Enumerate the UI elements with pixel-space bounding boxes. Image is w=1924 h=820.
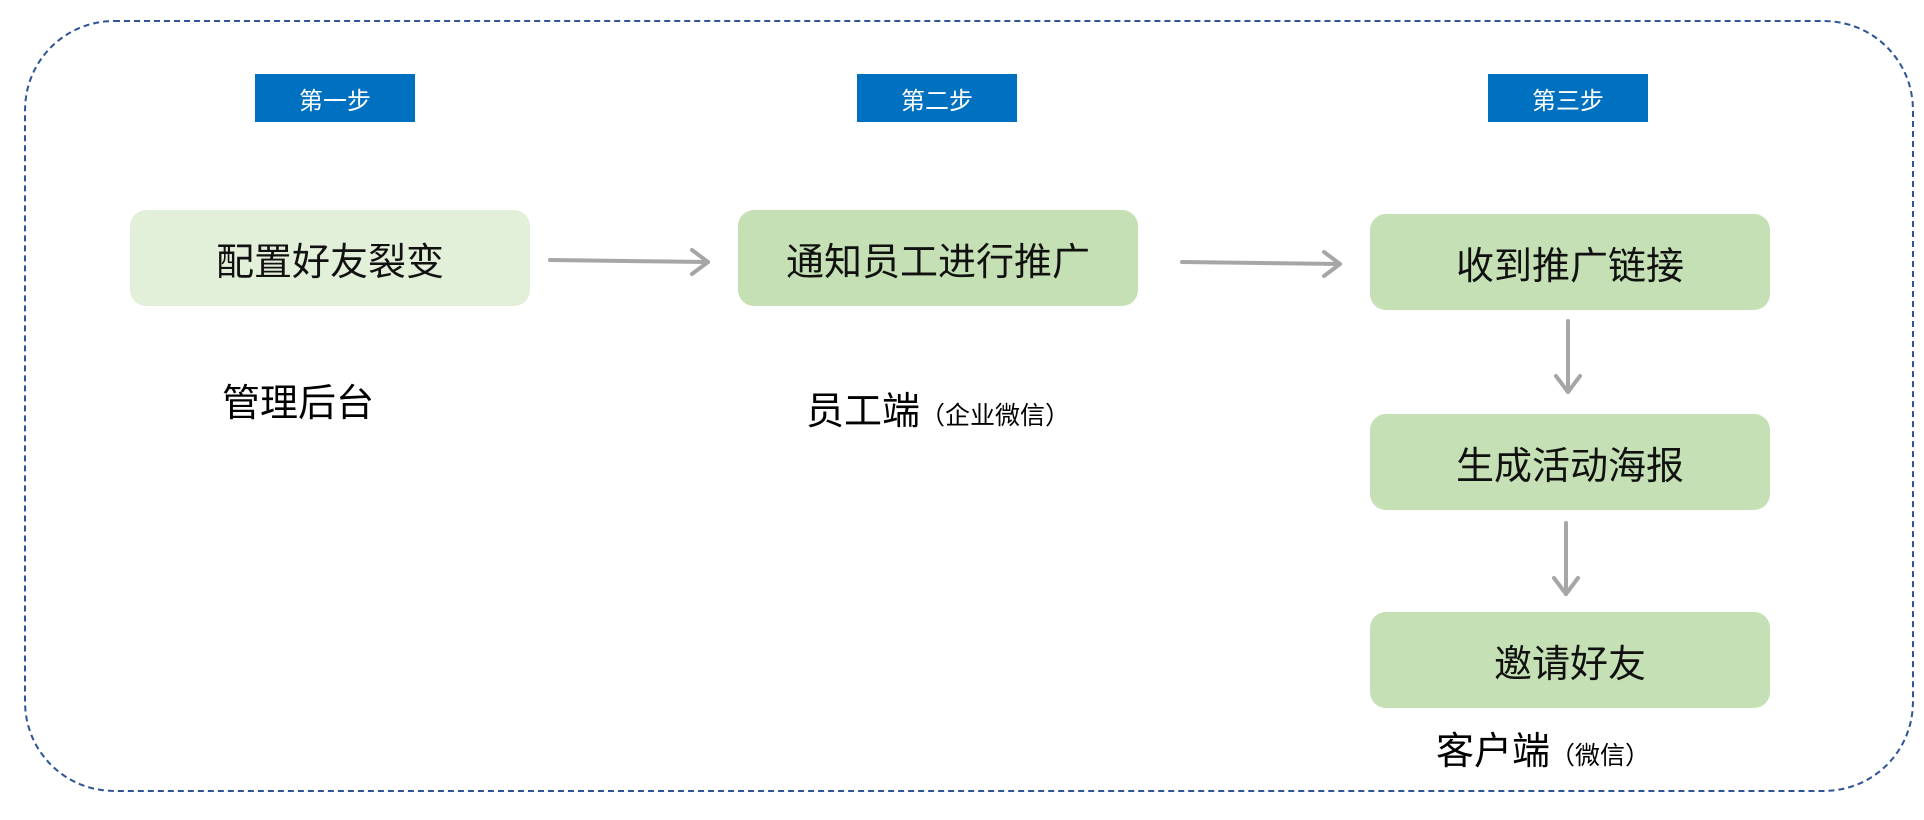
generate-poster-label: 生成活动海报 [1455, 443, 1684, 488]
configure-friend-fission-box: 配置好友裂变 [130, 210, 530, 306]
arrow-configure-to-notify [548, 248, 710, 276]
admin-caption-text: 管理后台 [222, 381, 375, 425]
invite-friends-box: 邀请好友 [1370, 612, 1770, 708]
receive-link-box: 收到推广链接 [1370, 214, 1770, 310]
notify-staff-box: 通知员工进行推广 [738, 210, 1138, 306]
invite-friends-label: 邀请好友 [1493, 641, 1646, 686]
flow-frame [24, 20, 1914, 792]
customer-caption-main: 客户端 [1436, 729, 1551, 773]
staff-caption: 员工端（企业微信） [806, 380, 1070, 435]
arrow-notify-to-receive [1180, 250, 1342, 278]
receive-link-label: 收到推广链接 [1455, 243, 1684, 288]
admin-caption: 管理后台 [222, 372, 374, 427]
step-1-badge: 第一步 [255, 74, 415, 122]
arrow-poster-to-invite [1552, 521, 1580, 596]
customer-caption-sub: （微信） [1550, 741, 1651, 770]
staff-caption-sub: （企业微信） [920, 401, 1071, 430]
customer-caption: 客户端（微信） [1436, 720, 1650, 775]
step-3-badge: 第三步 [1488, 74, 1648, 122]
arrow-receive-to-poster [1554, 319, 1582, 394]
staff-caption-main: 员工端 [806, 389, 921, 433]
generate-poster-box: 生成活动海报 [1370, 414, 1770, 510]
step-2-badge: 第二步 [857, 74, 1017, 122]
configure-friend-fission-label: 配置好友裂变 [215, 239, 444, 284]
notify-staff-label: 通知员工进行推广 [785, 239, 1090, 284]
